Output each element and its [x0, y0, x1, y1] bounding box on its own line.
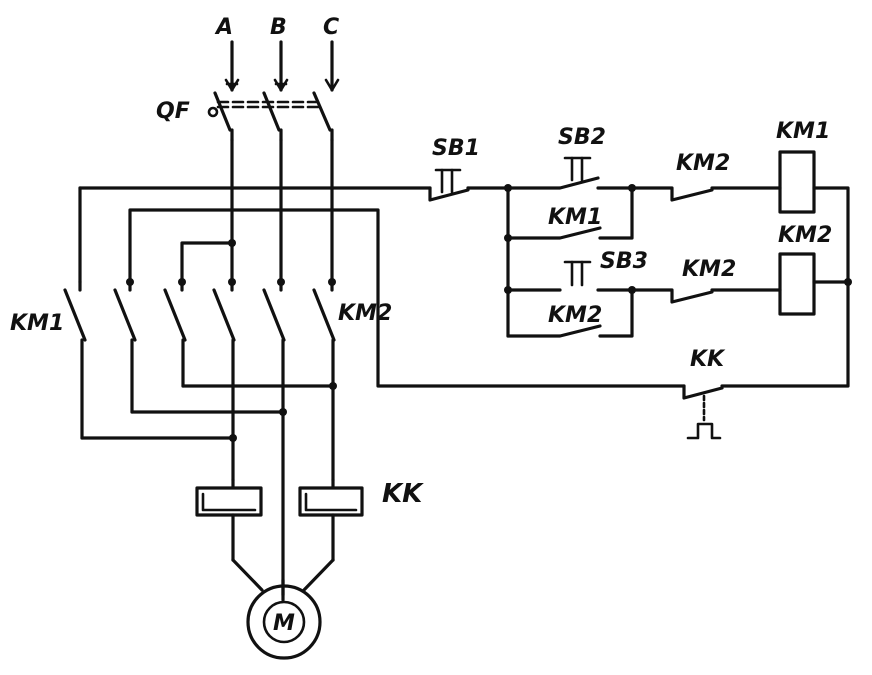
label-overload-contact: KK: [690, 347, 726, 372]
label-km2-hold: KM2: [548, 303, 602, 328]
label-sb3: SB3: [600, 249, 648, 274]
label-km2-coil: KM2: [778, 223, 832, 248]
phase-b-input: [273, 40, 289, 92]
labels: A B C QF KM1 KM2 KK M SB1 SB2 SB3 KM1 KM…: [10, 15, 832, 636]
phase-conductors: [78, 138, 334, 284]
km2-coil: [778, 252, 850, 316]
km1-coil: [778, 150, 850, 284]
label-km2-interlock: KM2: [676, 151, 730, 176]
motor: [231, 558, 335, 660]
stop-button-sb1: [428, 168, 510, 202]
motor-feed-wiring: [80, 338, 337, 602]
overload-heaters-kk: [195, 478, 364, 562]
km2-power-contacts: [212, 239, 336, 342]
forward-button-sb2: [506, 156, 634, 190]
phase-a-input: [224, 40, 240, 92]
label-km2-power: KM2: [338, 301, 392, 326]
label-km1-power: KM1: [10, 311, 64, 336]
phase-c-input: [324, 40, 340, 92]
label-breaker-qf: QF: [156, 99, 190, 124]
reverse-button-sb3: [506, 260, 634, 292]
km2-interlock-contact: [630, 186, 782, 202]
label-overload-relay: KK: [382, 479, 424, 509]
label-sb1: SB1: [432, 136, 480, 161]
overload-contact-kk: [682, 280, 850, 440]
label-km1-hold: KM1: [548, 205, 602, 230]
label-phase-b: B: [270, 15, 287, 40]
km1-hold-contact: [506, 186, 634, 240]
label-phase-c: C: [323, 15, 339, 40]
label-km2-interlock-lower: KM2: [682, 257, 736, 282]
label-sb2: SB2: [558, 125, 606, 150]
label-motor: M: [273, 611, 295, 636]
km2-hold-contact: [506, 288, 634, 338]
control-circuit: [428, 150, 852, 440]
km2-interlock-lower-contact: [630, 288, 782, 304]
control-supply-wires: [78, 186, 686, 388]
label-km1-coil: KM1: [776, 119, 830, 144]
breaker-qf: [207, 91, 334, 142]
label-phase-a: A: [214, 15, 233, 40]
km1-power-contacts: [63, 278, 187, 342]
